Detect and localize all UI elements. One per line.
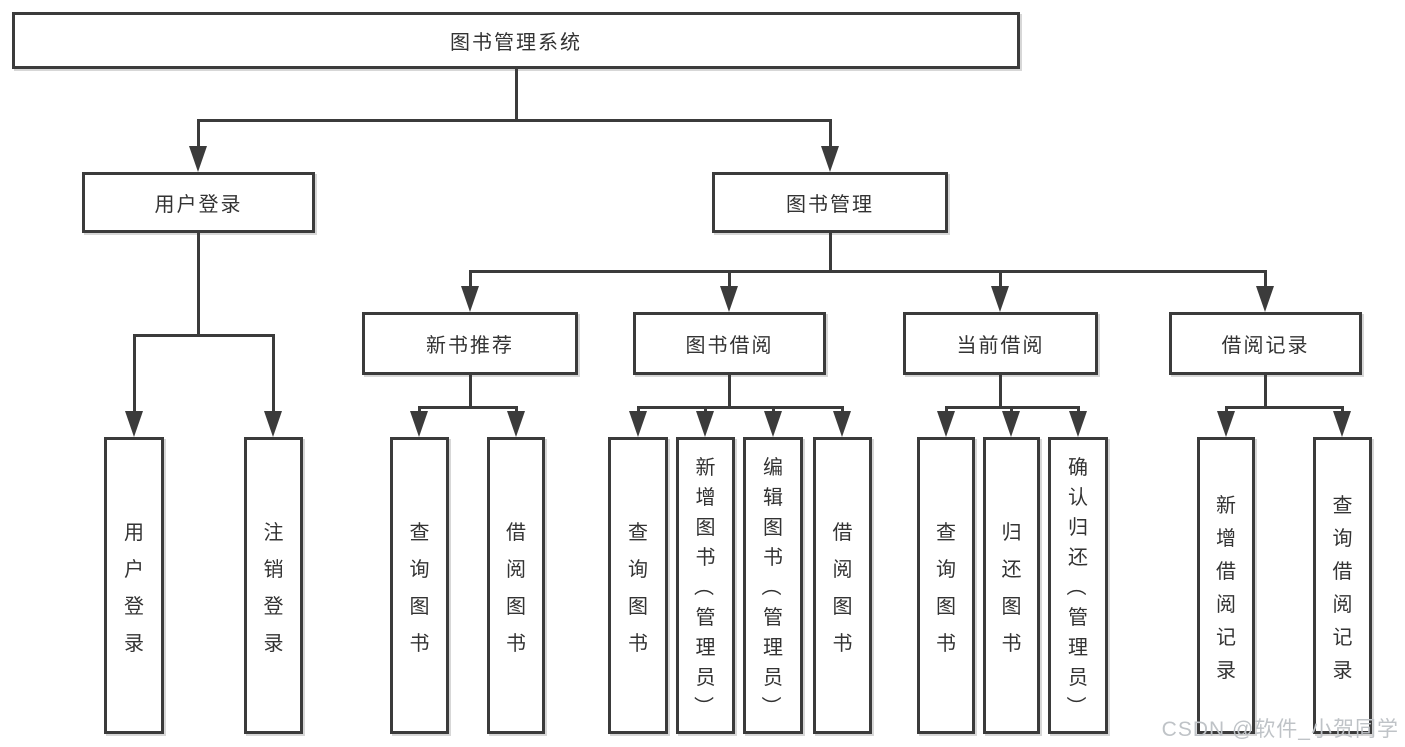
arrowhead-down-icon — [1002, 411, 1020, 437]
node-borrow-record: 借阅记录 — [1169, 312, 1362, 375]
node-user-login: 用户登录 — [82, 172, 315, 233]
connector-line — [197, 233, 200, 337]
leaf-logout-label: 注销登录 — [263, 521, 284, 655]
arrowhead-down-icon — [991, 286, 1009, 312]
connector-line — [197, 119, 831, 122]
leaf-borrow-add-books-admin: 新增图书（管理员） — [676, 437, 735, 734]
leaf-current-return-books-label: 归还图书 — [1001, 521, 1022, 655]
connector-line — [469, 375, 472, 408]
connector-line — [1225, 406, 1343, 409]
connector-line — [728, 375, 731, 408]
connector-line — [133, 334, 275, 337]
node-book-borrow: 图书借阅 — [633, 312, 826, 375]
leaf-borrow-add-books-admin-label: 新增图书（管理员） — [692, 457, 716, 716]
node-user-login-label: 用户登录 — [154, 194, 243, 216]
node-new-book-recommend: 新书推荐 — [362, 312, 578, 375]
leaf-current-confirm-return-admin: 确认归还（管理员） — [1048, 437, 1108, 734]
arrowhead-down-icon — [720, 286, 738, 312]
arrowhead-down-icon — [189, 146, 207, 172]
leaf-logout: 注销登录 — [244, 437, 303, 734]
node-borrow-record-label: 借阅记录 — [1221, 335, 1310, 357]
leaf-borrow-query-books: 查询图书 — [608, 437, 668, 734]
leaf-newbook-query-books: 查询图书 — [390, 437, 449, 734]
arrowhead-down-icon — [937, 411, 955, 437]
leaf-borrow-edit-books-admin-label: 编辑图书（管理员） — [759, 457, 784, 716]
connector-line — [829, 119, 832, 151]
connector-line — [197, 119, 200, 151]
connector-line — [469, 270, 1266, 273]
arrowhead-down-icon — [125, 411, 143, 437]
connector-line — [133, 334, 136, 414]
connector-line — [1264, 375, 1267, 408]
arrowhead-down-icon — [264, 411, 282, 437]
arrowhead-down-icon — [696, 411, 714, 437]
leaf-record-query-record-label: 查询借阅记录 — [1332, 494, 1353, 682]
leaf-current-query-books-label: 查询图书 — [936, 521, 956, 655]
csdn-watermark: CSDN @软件_小贺同学 — [1161, 718, 1399, 741]
connector-line — [515, 69, 518, 121]
connector-line — [999, 375, 1002, 408]
leaf-user-login-label: 用户登录 — [124, 521, 144, 655]
leaf-borrow-edit-books-admin: 编辑图书（管理员） — [743, 437, 803, 734]
leaf-current-query-books: 查询图书 — [917, 437, 975, 734]
connector-line — [1264, 270, 1267, 290]
leaf-user-login: 用户登录 — [104, 437, 164, 734]
node-book-management: 图书管理 — [712, 172, 948, 233]
leaf-newbook-borrow-books: 借阅图书 — [487, 437, 545, 734]
node-book-management-label: 图书管理 — [786, 194, 874, 216]
leaf-record-add-record-label: 新增借阅记录 — [1216, 494, 1236, 682]
node-root: 图书管理系统 — [12, 12, 1020, 69]
connector-line — [829, 233, 832, 272]
connector-line — [728, 270, 731, 290]
node-current-borrow: 当前借阅 — [903, 312, 1098, 375]
arrowhead-down-icon — [410, 411, 428, 437]
leaf-borrow-query-books-label: 查询图书 — [628, 521, 648, 655]
node-book-borrow-label: 图书借阅 — [685, 335, 774, 357]
arrowhead-down-icon — [833, 411, 851, 437]
connector-line — [272, 334, 275, 414]
node-root-label: 图书管理系统 — [450, 32, 582, 54]
arrowhead-down-icon — [764, 411, 782, 437]
connector-line — [637, 406, 844, 409]
leaf-record-query-record: 查询借阅记录 — [1313, 437, 1372, 734]
leaf-record-add-record: 新增借阅记录 — [1197, 437, 1255, 734]
node-new-book-recommend-label: 新书推荐 — [426, 335, 514, 357]
arrowhead-down-icon — [1069, 411, 1087, 437]
arrowhead-down-icon — [629, 411, 647, 437]
leaf-newbook-query-books-label: 查询图书 — [409, 521, 430, 655]
node-current-borrow-label: 当前借阅 — [956, 335, 1045, 357]
leaf-current-confirm-return-admin-label: 确认归还（管理员） — [1064, 457, 1089, 716]
leaf-borrow-borrow-books: 借阅图书 — [813, 437, 872, 734]
connector-line — [469, 270, 472, 290]
leaf-borrow-borrow-books-label: 借阅图书 — [832, 521, 853, 655]
leaf-current-return-books: 归还图书 — [983, 437, 1040, 734]
arrowhead-down-icon — [1217, 411, 1235, 437]
arrowhead-down-icon — [461, 286, 479, 312]
connector-line — [999, 270, 1002, 290]
arrowhead-down-icon — [507, 411, 525, 437]
arrowhead-down-icon — [1256, 286, 1274, 312]
leaf-newbook-borrow-books-label: 借阅图书 — [506, 521, 526, 655]
connector-line — [418, 406, 518, 409]
arrowhead-down-icon — [821, 146, 839, 172]
arrowhead-down-icon — [1333, 411, 1351, 437]
